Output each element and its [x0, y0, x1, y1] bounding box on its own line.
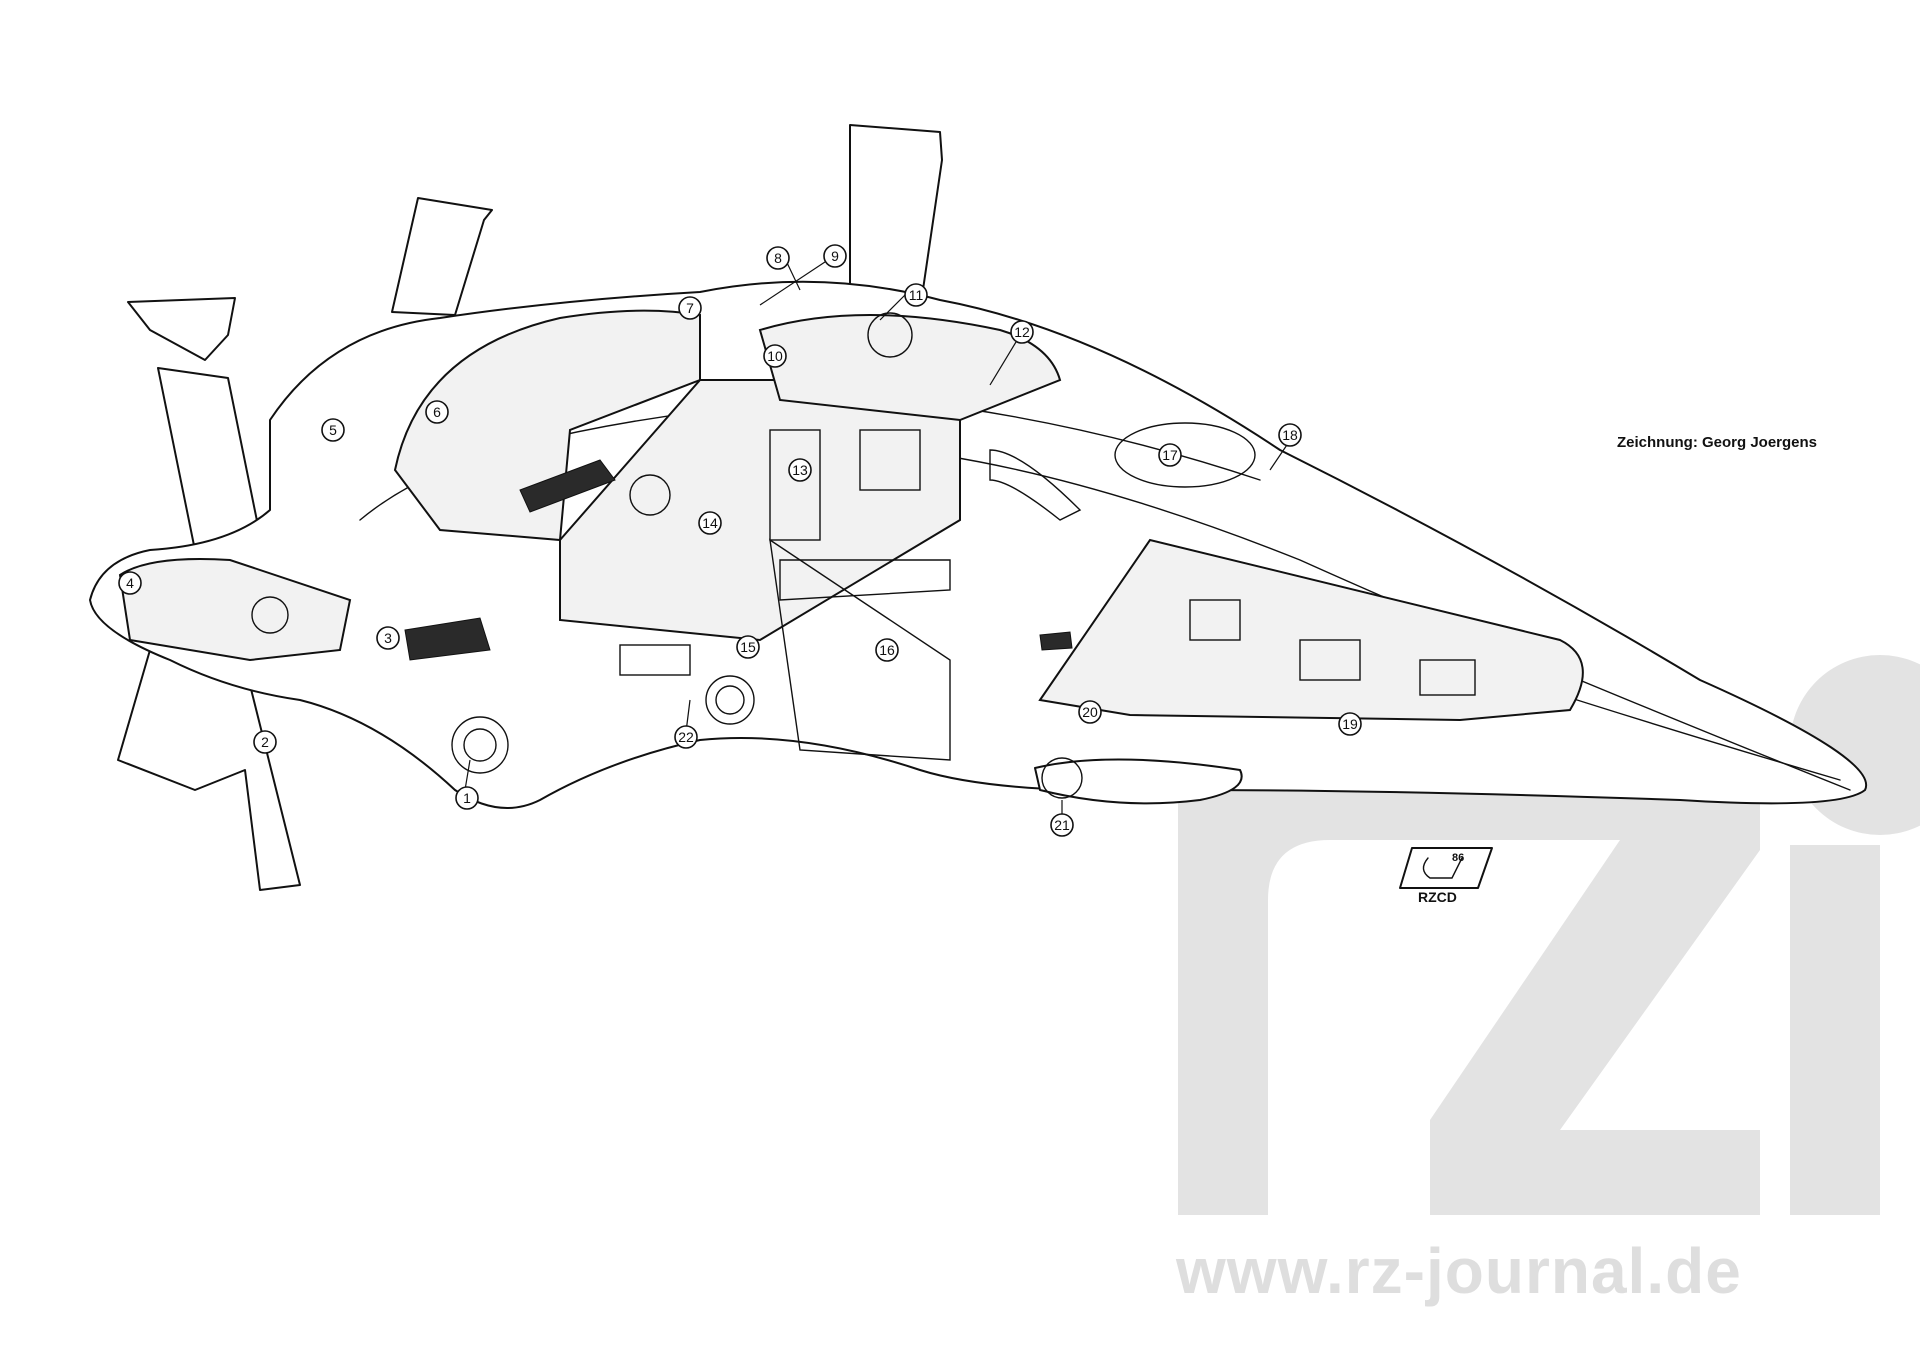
- svg-text:18: 18: [1282, 427, 1298, 443]
- callout-17: 17: [1158, 443, 1182, 467]
- callout-14: 14: [698, 511, 722, 535]
- svg-text:21: 21: [1054, 817, 1070, 833]
- emblem-code: RZCD: [1418, 889, 1457, 905]
- svg-text:22: 22: [678, 729, 694, 745]
- svg-text:3: 3: [384, 630, 392, 646]
- callout-10: 10: [763, 344, 787, 368]
- svg-text:17: 17: [1162, 447, 1178, 463]
- svg-text:14: 14: [702, 515, 718, 531]
- svg-text:8: 8: [774, 250, 782, 266]
- callout-20: 20: [1078, 700, 1102, 724]
- svg-text:5: 5: [329, 422, 337, 438]
- drawing-credit: Zeichnung: Georg Joergens: [1617, 434, 1818, 451]
- callout-22: 22: [674, 725, 698, 749]
- svg-text:16: 16: [879, 642, 895, 658]
- watermark-logo: [1178, 655, 1920, 1215]
- callout-2: 2: [253, 730, 277, 754]
- callout-6: 6: [425, 400, 449, 424]
- website-url: www.rz-journal.de: [1176, 1235, 1742, 1307]
- callout-13: 13: [788, 458, 812, 482]
- callout-7: 7: [678, 296, 702, 320]
- svg-text:19: 19: [1342, 716, 1358, 732]
- svg-text:11: 11: [909, 287, 924, 303]
- svg-text:7: 7: [686, 300, 694, 316]
- callout-4: 4: [118, 571, 142, 595]
- svg-text:10: 10: [767, 348, 783, 364]
- svg-text:2: 2: [261, 734, 269, 750]
- callout-9: 9: [823, 244, 847, 268]
- svg-text:13: 13: [792, 462, 808, 478]
- callout-16: 16: [875, 638, 899, 662]
- svg-text:12: 12: [1014, 324, 1030, 340]
- callout-12: 12: [1010, 320, 1034, 344]
- callout-3: 3: [376, 626, 400, 650]
- callout-18: 18: [1278, 423, 1302, 447]
- internal-details: [251, 312, 1476, 805]
- svg-text:4: 4: [126, 575, 134, 591]
- svg-text:1: 1: [463, 790, 471, 806]
- emblem-year-mark: 86: [1452, 852, 1464, 864]
- callout-21: 21: [1050, 813, 1074, 837]
- callout-8: 8: [766, 246, 790, 270]
- callout-11: 11: [904, 283, 928, 307]
- svg-text:6: 6: [433, 404, 441, 420]
- svg-text:20: 20: [1082, 704, 1098, 720]
- callout-5: 5: [321, 418, 345, 442]
- svg-text:15: 15: [740, 639, 756, 655]
- callout-markers: 1 2 3 4 5 6 7 8 9 10 11 12 13 14 15 16 1…: [118, 244, 1362, 837]
- svg-text:9: 9: [831, 248, 839, 264]
- callout-15: 15: [736, 635, 760, 659]
- rzcd-emblem: 86: [1399, 847, 1493, 889]
- callout-19: 19: [1338, 712, 1362, 736]
- callout-1: 1: [455, 786, 479, 810]
